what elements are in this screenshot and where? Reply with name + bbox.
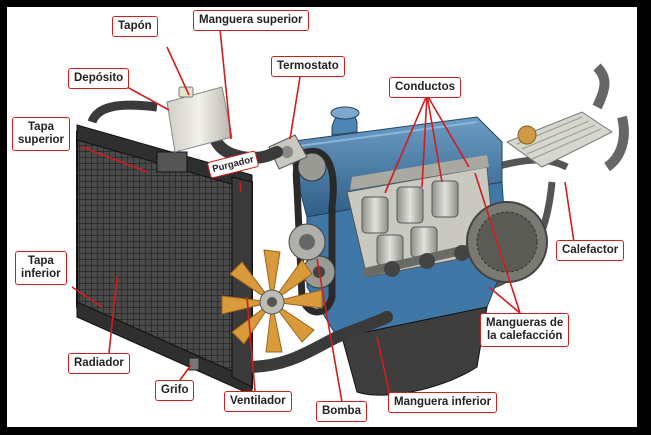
water-pump (288, 223, 326, 261)
label-manguera-inferior: Manguera inferior (388, 392, 498, 413)
label-mangueras-calefaccion: Mangueras de la calefacción (480, 313, 570, 347)
timing-belt (292, 147, 337, 316)
diagram-canvas: Tapón Manguera superior Depósito Termost… (7, 7, 637, 427)
label-manguera-superior: Manguera superior (193, 10, 309, 31)
label-radiador: Radiador (68, 353, 130, 374)
label-calefactor: Calefactor (556, 240, 625, 261)
lower-hose (241, 311, 393, 373)
engine-illustration (71, 28, 629, 403)
leader-lines (71, 28, 575, 403)
oil-pan (341, 306, 488, 396)
heater-core (505, 111, 613, 168)
thermostat (268, 134, 308, 170)
label-tapa-inferior: Tapa inferior (15, 251, 67, 285)
label-deposito: Depósito (68, 68, 130, 89)
pistons (361, 180, 482, 277)
label-conductos: Conductos (389, 77, 462, 98)
label-grifo: Grifo (155, 380, 195, 401)
label-bomba: Bomba (316, 401, 367, 422)
label-termostato: Termostato (271, 56, 345, 77)
label-tapon: Tapón (112, 16, 158, 37)
label-tapa-superior: Tapa superior (12, 117, 71, 151)
label-ventilador: Ventilador (224, 391, 292, 412)
fan (221, 249, 323, 353)
